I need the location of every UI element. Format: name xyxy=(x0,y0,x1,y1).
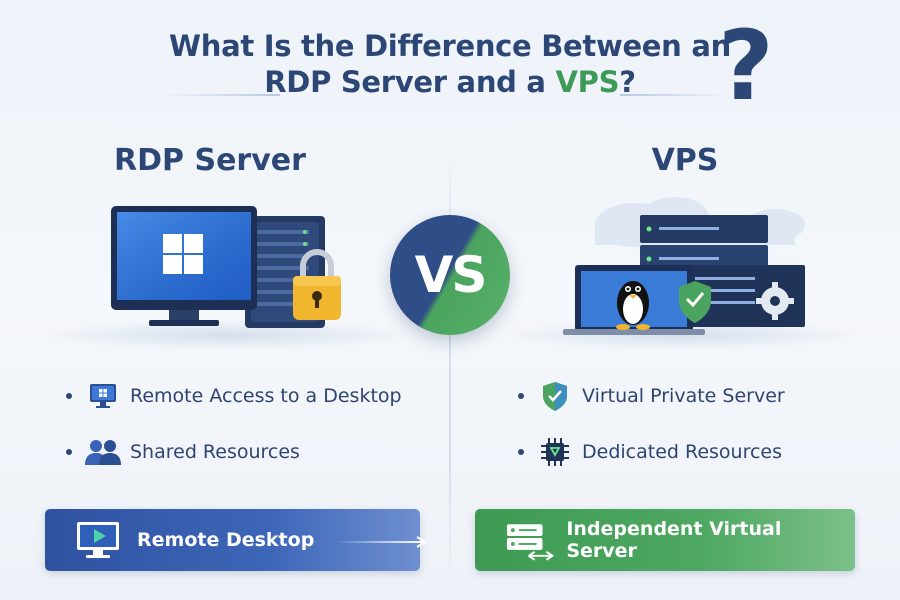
bullet-text: Shared Resources xyxy=(130,441,300,463)
gear-icon xyxy=(756,282,794,320)
users-icon xyxy=(84,434,122,470)
independent-server-bar: Independent Virtual Server xyxy=(475,509,855,571)
rdp-floor-shadow xyxy=(40,320,420,350)
server-rack-icon xyxy=(640,215,805,327)
list-item: Virtual Private Server xyxy=(518,378,785,414)
vps-illustration xyxy=(563,197,805,335)
title-rule-left xyxy=(160,94,280,96)
bullet-text: Dedicated Resources xyxy=(582,441,783,463)
vps-bullet-list: Virtual Private Server Dedicated Resourc… xyxy=(518,378,785,490)
title-line-2: RDP Server and a VPS? xyxy=(0,64,900,100)
list-item: Remote Access to a Desktop xyxy=(66,378,402,414)
bullet-text: Virtual Private Server xyxy=(582,385,785,407)
server-transfer-icon xyxy=(506,524,555,561)
vps-heading: VPS xyxy=(651,143,719,178)
linux-penguin-icon xyxy=(616,281,650,330)
arrow-right-icon xyxy=(335,536,427,548)
monitor-windows-icon xyxy=(111,206,257,326)
title-vps-accent: VPS xyxy=(555,65,620,100)
title-line-1: What Is the Difference Between an xyxy=(169,29,731,63)
bullet-dot xyxy=(518,449,524,455)
lock-icon xyxy=(293,249,341,320)
chip-icon xyxy=(536,434,574,470)
title-line-2-prefix: RDP Server and a xyxy=(264,65,556,100)
bullet-dot xyxy=(66,393,72,399)
list-item: Dedicated Resources xyxy=(518,434,785,470)
remote-desktop-label: Remote Desktop xyxy=(137,529,315,551)
bullet-text: Remote Access to a Desktop xyxy=(130,385,402,407)
list-item: Shared Resources xyxy=(66,434,402,470)
vs-badge: VS xyxy=(390,215,510,335)
bullet-dot xyxy=(66,449,72,455)
title-line-2-suffix: ? xyxy=(619,65,636,100)
page-title: What Is the Difference Between an RDP Se… xyxy=(0,28,900,101)
bullet-dot xyxy=(518,393,524,399)
monitor-windows-icon xyxy=(84,378,122,414)
independent-server-label: Independent Virtual Server xyxy=(566,518,782,562)
shield-icon xyxy=(679,281,711,323)
remote-desktop-bar: Remote Desktop xyxy=(45,509,427,571)
rdp-illustration xyxy=(111,206,341,328)
question-mark-icon: ? xyxy=(718,10,774,122)
monitor-play-icon xyxy=(77,522,119,558)
rdp-heading: RDP Server xyxy=(114,143,306,178)
title-rule-right xyxy=(620,94,730,96)
shield-icon xyxy=(536,378,574,414)
rdp-bullet-list: Remote Access to a Desktop Shared Resour… xyxy=(66,378,402,490)
center-divider xyxy=(449,150,451,590)
